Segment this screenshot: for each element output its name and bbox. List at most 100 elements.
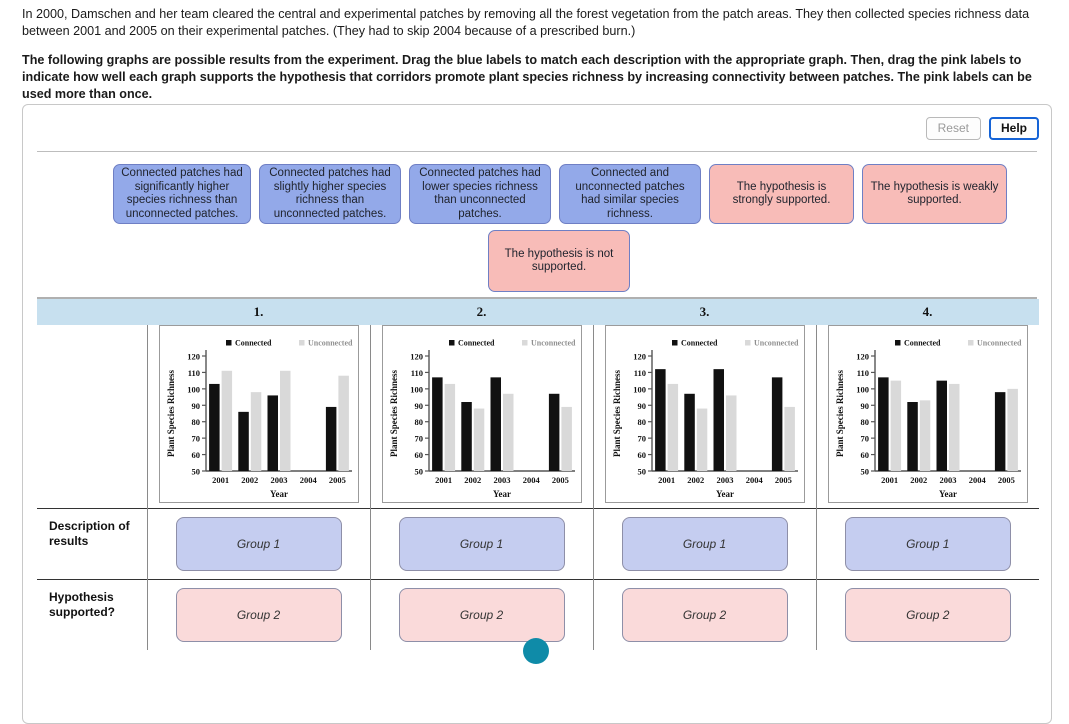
matrix-hypothesis-row: Hypothesis supported? Group 2 Group 2 Gr… bbox=[37, 579, 1039, 650]
svg-text:90: 90 bbox=[860, 401, 869, 411]
reset-button[interactable]: Reset bbox=[925, 116, 981, 140]
svg-text:2003: 2003 bbox=[493, 475, 510, 485]
intro-paragraph-1: In 2000, Damschen and her team cleared t… bbox=[22, 7, 1030, 38]
matrix-header-row: 1. 2. 3. 4. bbox=[37, 299, 1039, 325]
svg-text:90: 90 bbox=[414, 401, 423, 411]
svg-text:2002: 2002 bbox=[687, 475, 704, 485]
draggable-label-pink-1[interactable]: The hypothesis is strongly supported. bbox=[709, 164, 854, 224]
dropzone-description-1[interactable]: Group 1 bbox=[175, 517, 342, 571]
intro-text: In 2000, Damschen and her team cleared t… bbox=[0, 0, 1069, 103]
scroll-indicator-icon bbox=[523, 638, 549, 664]
svg-text:110: 110 bbox=[187, 368, 199, 378]
draggable-label-blue-1[interactable]: Connected patches had significantly high… bbox=[113, 164, 251, 224]
dropzone-hypothesis-3[interactable]: Group 2 bbox=[621, 588, 788, 642]
activity-toolbar: Reset Help bbox=[23, 105, 1051, 151]
svg-text:2003: 2003 bbox=[270, 475, 287, 485]
column-header-2: 2. bbox=[370, 299, 593, 325]
dropzone-description-4[interactable]: Group 1 bbox=[844, 517, 1011, 571]
svg-text:Unconnected: Unconnected bbox=[308, 339, 353, 348]
svg-text:2001: 2001 bbox=[435, 475, 452, 485]
svg-text:Connected: Connected bbox=[235, 339, 272, 348]
svg-text:50: 50 bbox=[191, 467, 200, 477]
row-label-hypothesis: Hypothesis supported? bbox=[49, 590, 115, 619]
svg-text:2001: 2001 bbox=[212, 475, 229, 485]
svg-text:70: 70 bbox=[637, 434, 646, 444]
svg-text:120: 120 bbox=[633, 352, 646, 362]
draggable-label-blue-2[interactable]: Connected patches had slightly higher sp… bbox=[259, 164, 401, 224]
dropzone-hypothesis-2[interactable]: Group 2 bbox=[398, 588, 565, 642]
svg-text:2005: 2005 bbox=[551, 475, 568, 485]
svg-text:60: 60 bbox=[414, 450, 423, 460]
svg-text:50: 50 bbox=[637, 467, 646, 477]
svg-text:Year: Year bbox=[493, 489, 511, 499]
svg-text:Plant Species Richness: Plant Species Richness bbox=[166, 370, 176, 458]
svg-text:60: 60 bbox=[191, 450, 200, 460]
svg-text:Year: Year bbox=[716, 489, 734, 499]
description-cell-2: Group 1 bbox=[370, 508, 594, 580]
svg-text:50: 50 bbox=[860, 467, 869, 477]
draggable-label-pink-2[interactable]: The hypothesis is weakly supported. bbox=[862, 164, 1007, 224]
column-header-1: 1. bbox=[147, 299, 370, 325]
svg-text:2001: 2001 bbox=[658, 475, 675, 485]
matrix-description-row: Description of results Group 1 Group 1 G… bbox=[37, 508, 1039, 580]
svg-text:Unconnected: Unconnected bbox=[531, 339, 576, 348]
svg-text:2005: 2005 bbox=[328, 475, 345, 485]
svg-text:Connected: Connected bbox=[904, 339, 941, 348]
hypothesis-cell-3: Group 2 bbox=[593, 579, 817, 650]
activity-panel: Reset Help Connected patches had signifi… bbox=[22, 104, 1052, 724]
help-button[interactable]: Help bbox=[988, 116, 1039, 140]
description-cell-1: Group 1 bbox=[147, 508, 371, 580]
svg-text:110: 110 bbox=[410, 368, 422, 378]
svg-text:2002: 2002 bbox=[464, 475, 481, 485]
draggable-label-pink-3[interactable]: The hypothesis is not supported. bbox=[488, 230, 630, 292]
svg-text:100: 100 bbox=[633, 384, 646, 394]
description-cell-4: Group 1 bbox=[816, 508, 1039, 580]
svg-text:90: 90 bbox=[191, 401, 200, 411]
svg-text:80: 80 bbox=[191, 417, 200, 427]
svg-text:Year: Year bbox=[939, 489, 957, 499]
dropzone-hypothesis-4[interactable]: Group 2 bbox=[844, 588, 1011, 642]
svg-text:50: 50 bbox=[414, 467, 423, 477]
column-header-4: 4. bbox=[816, 299, 1039, 325]
svg-text:110: 110 bbox=[856, 368, 868, 378]
svg-text:2004: 2004 bbox=[968, 475, 986, 485]
svg-text:Year: Year bbox=[270, 489, 288, 499]
dropzone-description-3[interactable]: Group 1 bbox=[621, 517, 788, 571]
svg-text:Unconnected: Unconnected bbox=[754, 339, 799, 348]
hypothesis-row-label-cell: Hypothesis supported? bbox=[37, 579, 148, 650]
draggable-label-blue-3[interactable]: Connected patches had lower species rich… bbox=[409, 164, 551, 224]
svg-text:120: 120 bbox=[410, 352, 423, 362]
svg-text:100: 100 bbox=[856, 384, 869, 394]
graph-row-spacer bbox=[37, 325, 148, 509]
draggable-label-blue-4[interactable]: Connected and unconnected patches had si… bbox=[559, 164, 701, 224]
svg-text:100: 100 bbox=[410, 384, 423, 394]
svg-text:120: 120 bbox=[856, 352, 869, 362]
svg-text:2004: 2004 bbox=[522, 475, 540, 485]
svg-text:110: 110 bbox=[633, 368, 645, 378]
svg-text:Plant Species Richness: Plant Species Richness bbox=[612, 370, 622, 458]
svg-text:80: 80 bbox=[637, 417, 646, 427]
svg-text:60: 60 bbox=[637, 450, 646, 460]
dropzone-description-2[interactable]: Group 1 bbox=[398, 517, 565, 571]
svg-text:Connected: Connected bbox=[681, 339, 718, 348]
dropzone-hypothesis-1[interactable]: Group 2 bbox=[175, 588, 342, 642]
description-row-label-cell: Description of results bbox=[37, 508, 148, 580]
column-header-3: 3. bbox=[593, 299, 816, 325]
svg-text:Connected: Connected bbox=[458, 339, 495, 348]
svg-text:Plant Species Richness: Plant Species Richness bbox=[835, 370, 845, 458]
svg-text:Plant Species Richness: Plant Species Richness bbox=[389, 370, 399, 458]
svg-text:2005: 2005 bbox=[998, 475, 1015, 485]
svg-text:Unconnected: Unconnected bbox=[977, 339, 1022, 348]
svg-text:2002: 2002 bbox=[241, 475, 258, 485]
svg-text:70: 70 bbox=[414, 434, 423, 444]
hypothesis-cell-2: Group 2 bbox=[370, 579, 594, 650]
header-spacer bbox=[37, 299, 147, 325]
svg-text:100: 100 bbox=[187, 384, 200, 394]
svg-text:2004: 2004 bbox=[745, 475, 763, 485]
svg-text:2005: 2005 bbox=[774, 475, 791, 485]
